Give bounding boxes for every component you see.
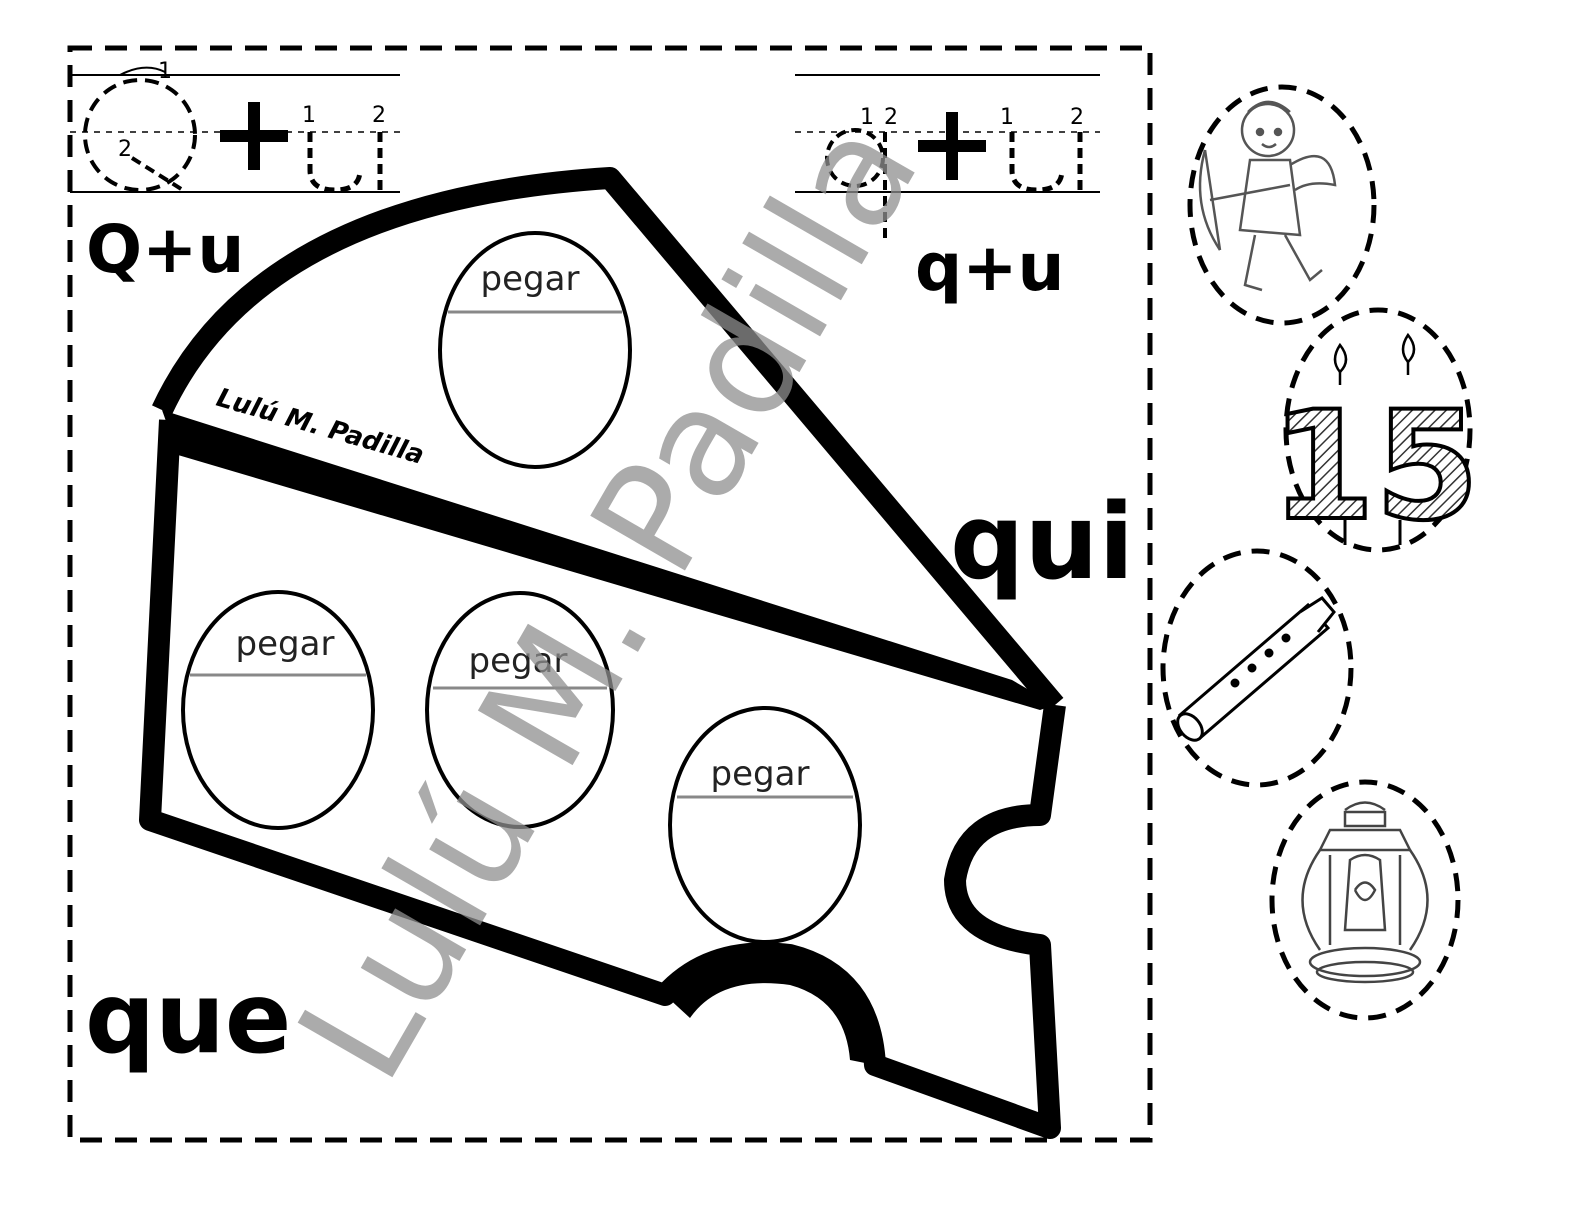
lantern-icon [1301, 801, 1429, 984]
cutout-flute[interactable] [1160, 548, 1354, 788]
paste-label: pegar [469, 641, 568, 681]
paste-label: pegar [236, 624, 335, 664]
cheese-wedge [139, 167, 1066, 1139]
cutout-quince[interactable]: 15 [1269, 307, 1481, 556]
stroke-number-2: 2 [372, 103, 386, 128]
flute-icon [1176, 596, 1336, 742]
cutout-lantern[interactable] [1269, 779, 1461, 1021]
uppercase-tracing-guide: 1 2 1 2 [70, 59, 400, 194]
syllable-qui: qui [950, 481, 1134, 603]
paste-slot[interactable]: pegar [668, 706, 862, 944]
lowercase-formula: q+u [915, 229, 1065, 306]
stroke-number-1: 1 [860, 105, 874, 130]
watermark: Lulú M. Padilla [265, 92, 952, 1108]
stroke-number-1: 1 [302, 103, 316, 128]
stroke-number-2: 2 [884, 105, 898, 130]
paste-slot[interactable]: pegar [438, 231, 632, 469]
quince-number: 15 [1271, 380, 1480, 554]
paste-label: pegar [481, 259, 580, 299]
paste-slot[interactable]: pegar [425, 591, 615, 829]
cut-border [67, 45, 1153, 1143]
paste-label: pegar [711, 754, 810, 794]
stroke-number-2: 2 [1070, 105, 1084, 130]
uppercase-formula: Q+u [86, 211, 244, 288]
stroke-number-2: 2 [118, 137, 132, 162]
stroke-number-1: 1 [1000, 105, 1014, 130]
cupid-icon [1198, 100, 1337, 292]
paste-slot[interactable]: pegar [181, 590, 375, 830]
cutout-cupid[interactable] [1187, 84, 1377, 326]
quince-candles-icon: 15 [1269, 332, 1481, 556]
stroke-number-1: 1 [158, 59, 172, 84]
syllable-que: que [85, 962, 291, 1076]
lowercase-tracing-guide: 1 2 1 2 [795, 74, 1100, 240]
